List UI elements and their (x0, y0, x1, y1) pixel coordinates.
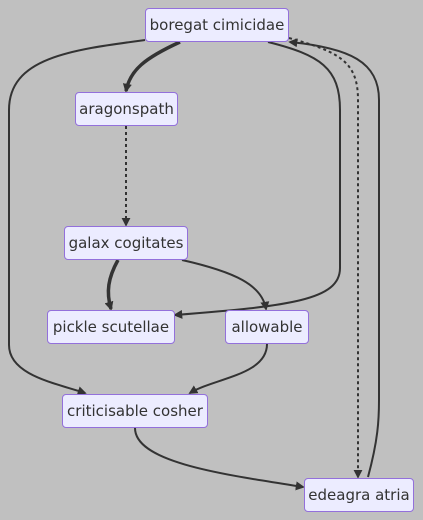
node-edeagra-atria[interactable]: edeagra atria (304, 478, 414, 512)
edge-boregat-to-criticisable (8, 39, 146, 395)
node-allowable[interactable]: allowable (225, 310, 309, 344)
edge-allowable-to-criticisable (188, 343, 268, 394)
edge-boregat-to-aragonspath (122, 40, 181, 93)
edge-galax-to-pickle (104, 259, 120, 311)
edge-boregat-to-pickle (173, 41, 341, 319)
edge-edeagra-to-boregat (288, 38, 380, 478)
node-pickle-scutellae[interactable]: pickle scutellae (47, 310, 175, 344)
node-boregat-cimicidae[interactable]: boregat cimicidae (145, 8, 289, 42)
edge-boregat-to-edeagra (288, 37, 363, 479)
node-galax-cogitates[interactable]: galax cogitates (64, 226, 188, 260)
edge-galax-to-allowable (181, 259, 270, 311)
edge-criticisable-to-edeagra (134, 427, 305, 491)
node-aragonspath[interactable]: aragonspath (75, 92, 178, 126)
node-criticisable-cosher[interactable]: criticisable cosher (62, 394, 208, 428)
